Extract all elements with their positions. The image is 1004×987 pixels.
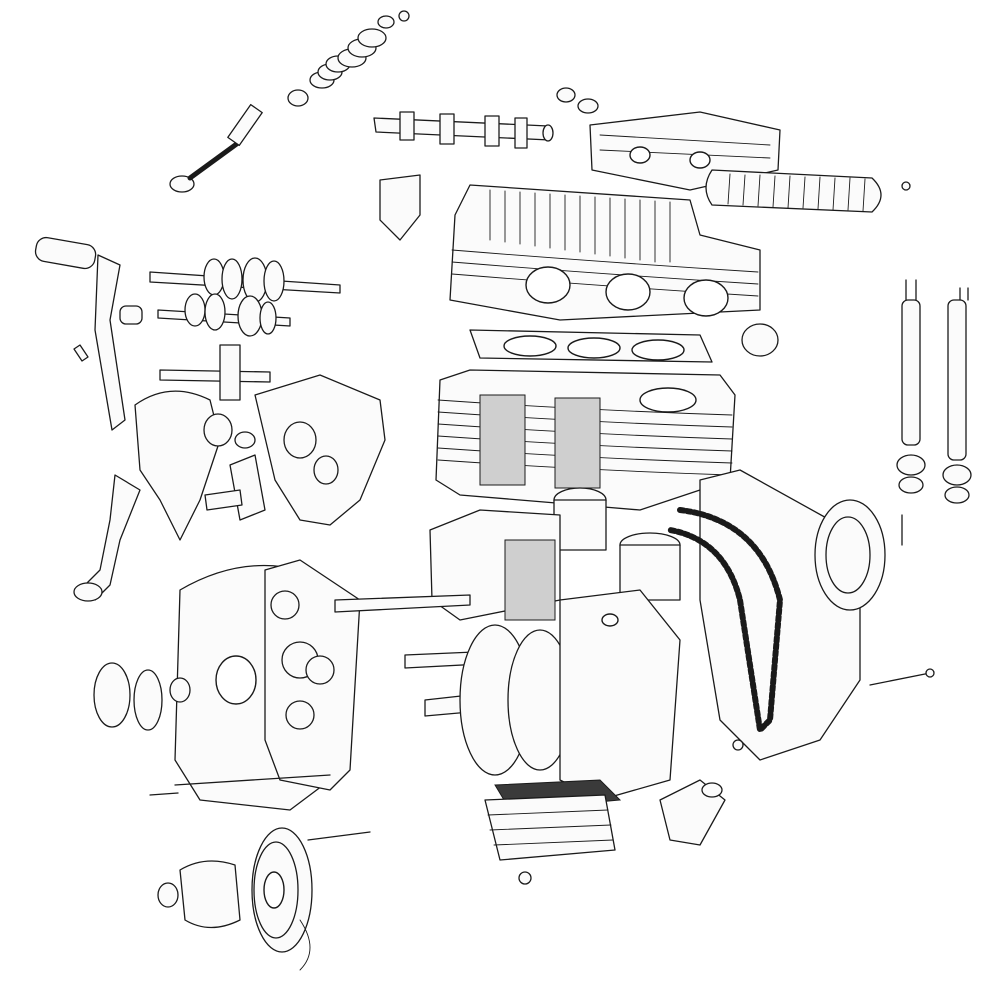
crankshaft-icon (334, 589, 681, 801)
rocker-box-cover-icon (556, 87, 911, 213)
valve-assembly-icon (169, 10, 410, 193)
pushrod-tube-icon (896, 279, 972, 504)
oil-sump-icon (484, 779, 622, 885)
primary-chain-icon (667, 507, 784, 737)
starter-motor-icon (659, 779, 726, 846)
cylinder-head-icon (379, 174, 761, 321)
gearbox-cluster-icon (119, 257, 341, 401)
rocker-shaft-icon (373, 111, 554, 149)
kickstart-lever-icon (34, 236, 141, 602)
cylinder-block-icon (435, 369, 736, 601)
gearbox-cover-icon (134, 374, 386, 541)
timing-cover-icon (93, 559, 361, 811)
alternator-icon (157, 827, 371, 971)
head-gasket-icon (469, 323, 779, 363)
